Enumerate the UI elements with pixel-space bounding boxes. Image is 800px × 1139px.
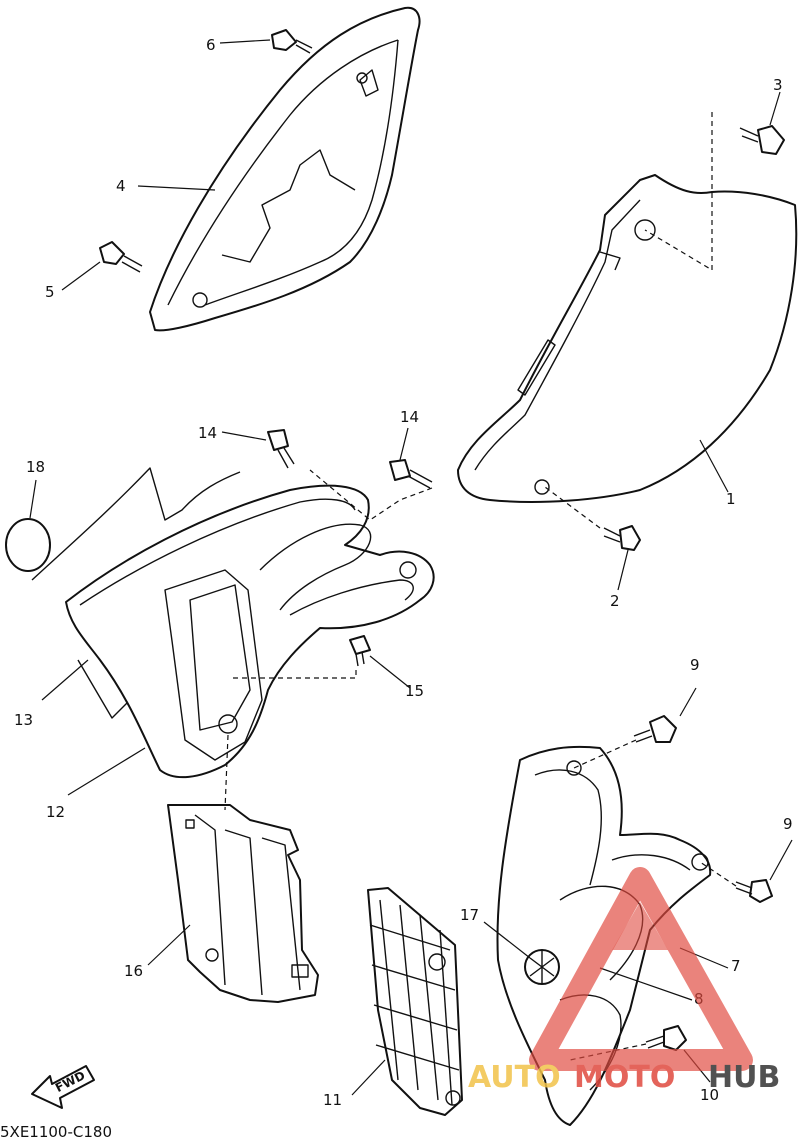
callout-15: 15 [405, 682, 424, 700]
bolt-14a [267, 429, 295, 469]
bolt-14b [389, 459, 433, 489]
callout-4: 4 [116, 177, 126, 195]
callout-1: 1 [726, 490, 736, 508]
callout-9b: 9 [783, 815, 793, 833]
diagram-code: 5XE1100-C180 [0, 1123, 112, 1139]
watermark: AUTO MOTO HUB [468, 867, 780, 1095]
callout-6: 6 [206, 36, 216, 54]
part-18-emblem [5, 518, 51, 572]
callout-16: 16 [124, 962, 143, 980]
callout-17: 17 [460, 906, 479, 924]
callout-14a: 14 [198, 424, 217, 442]
forward-direction-arrow: FWD [31, 1065, 95, 1109]
leader-lines [29, 39, 793, 1096]
callout-3: 3 [773, 76, 783, 94]
watermark-hub: HUB [708, 1060, 780, 1095]
part-1-side-panel [457, 174, 798, 503]
callout-11: 11 [323, 1091, 342, 1109]
bolt-9b [735, 879, 773, 903]
callout-9a: 9 [690, 656, 700, 674]
callout-2: 2 [610, 592, 620, 610]
watermark-moto: MOTO [574, 1060, 675, 1095]
callout-10: 10 [700, 1086, 719, 1104]
callout-5: 5 [45, 283, 55, 301]
bolt-15 [349, 635, 371, 667]
bolt-2 [603, 525, 641, 551]
callout-13: 13 [14, 711, 33, 729]
bolt-10 [645, 1025, 687, 1051]
part-16-radiator-guard [167, 804, 319, 1003]
part-17-emblem [524, 949, 560, 985]
callout-7: 7 [731, 957, 741, 975]
part-12-radiator-shroud [65, 484, 435, 779]
bolt-9a [633, 715, 677, 743]
callout-14b: 14 [400, 408, 419, 426]
bolt-3 [739, 125, 785, 155]
part-11-radiator-louver [367, 887, 463, 1116]
callout-18: 18 [26, 458, 45, 476]
callout-12: 12 [46, 803, 65, 821]
part-4-side-cover [149, 6, 421, 332]
bolt-5 [99, 241, 143, 273]
bolt-6 [271, 29, 313, 54]
watermark-auto: AUTO [468, 1060, 561, 1095]
watermark-logo-icon [529, 867, 753, 1071]
